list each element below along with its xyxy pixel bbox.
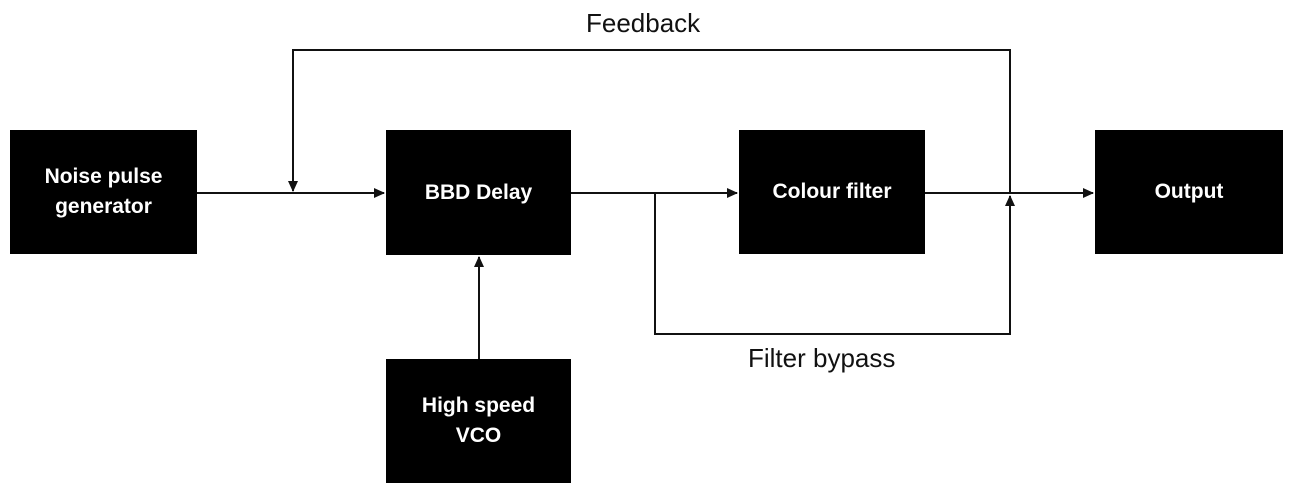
output-block: Output xyxy=(1095,130,1283,254)
output-label: Output xyxy=(1154,180,1224,203)
noise-pulse-generator-label: Noise pulse generator xyxy=(44,165,163,218)
feedback-label: Feedback xyxy=(586,8,701,38)
high-speed-vco-label: High speed VCO xyxy=(421,394,536,447)
bbd-delay-label: BBD Delay xyxy=(424,180,533,204)
filter-bypass-arrow xyxy=(654,193,1015,335)
colour-filter-label: Colour filter xyxy=(772,180,892,203)
colour-filter-block: Colour filter xyxy=(739,130,925,254)
noise-pulse-generator-block: Noise pulse generator xyxy=(10,130,197,254)
high-speed-vco-block: High speed VCO xyxy=(386,359,571,483)
feedback-loop-arrow xyxy=(288,49,1011,193)
filter-bypass-label: Filter bypass xyxy=(748,343,896,373)
bbd-delay-block: BBD Delay xyxy=(386,130,571,255)
